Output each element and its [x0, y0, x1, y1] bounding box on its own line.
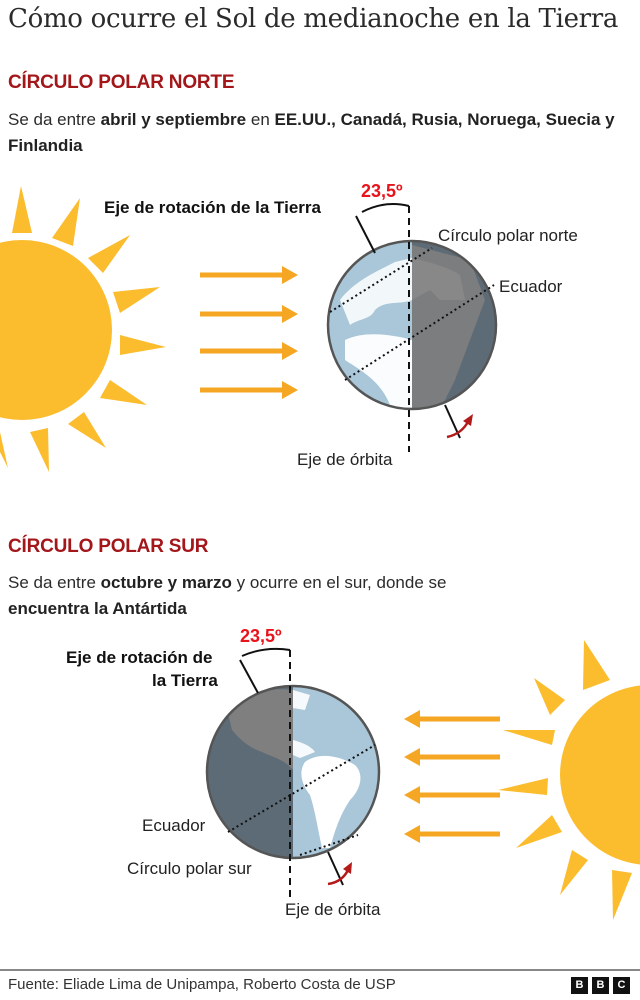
south-diagram [205, 640, 640, 920]
section-heading-north: CÍRCULO POLAR NORTE [8, 72, 235, 93]
footer-divider [0, 969, 640, 971]
south-desc-bold-1: octubre y marzo [100, 573, 232, 592]
label-rotation-axis-north: Eje de rotación de la Tierra [104, 198, 321, 217]
sun-icon-right [498, 640, 640, 920]
label-orbit-axis-south: Eje de órbita [285, 900, 381, 919]
south-desc-text-1: Se da entre [8, 573, 101, 592]
angle-arc-north [361, 203, 410, 213]
label-rotation-axis-south-1: Eje de rotación de [66, 648, 213, 667]
bbc-logo-letter-b1: B [571, 977, 588, 994]
north-description: Se da entre abril y septiembre en EE.UU.… [8, 107, 638, 159]
south-desc-text-2: y ocurre en el sur, donde se [231, 573, 447, 592]
south-description: Se da entre octubre y marzo y ocurre en … [8, 570, 638, 622]
bbc-logo-letter-c: C [613, 977, 630, 994]
label-orbit-axis-north: Eje de órbita [297, 450, 393, 469]
label-angle-north: 23,5º [361, 181, 403, 201]
north-desc-bold-1: abril y septiembre [100, 110, 247, 129]
label-polar-circle-north: Círculo polar norte [438, 226, 578, 245]
north-desc-text-2: en [246, 110, 275, 129]
sun-icon-left [0, 186, 166, 472]
sunlight-arrows-left [404, 710, 500, 843]
source-credit: Fuente: Eliade Lima de Unipampa, Roberto… [8, 976, 396, 993]
sunlight-arrows-right [200, 266, 298, 399]
label-angle-south: 23,5º [240, 626, 282, 646]
section-heading-south: CÍRCULO POLAR SUR [8, 536, 209, 557]
south-desc-bold-2: encuentra la Antártida [8, 599, 187, 618]
infographic-title: Cómo ocurre el Sol de medianoche en la T… [8, 4, 619, 34]
label-equator-south: Ecuador [142, 816, 206, 835]
label-rotation-axis-south-2: la Tierra [152, 671, 218, 690]
north-desc-text-1: Se da entre [8, 110, 101, 129]
rotation-arrowhead-south [343, 862, 352, 874]
earth-globe-north [326, 239, 498, 411]
bbc-logo-letter-b2: B [592, 977, 609, 994]
rotation-arrowhead-north [463, 414, 473, 426]
label-polar-circle-south: Círculo polar sur [127, 859, 252, 878]
north-diagram [0, 186, 498, 472]
angle-arc-south [241, 647, 291, 657]
label-equator-north: Ecuador [499, 277, 563, 296]
north-desc-bold-2: EE.UU., Canadá, Rusia, Noruega, Suecia y… [8, 110, 615, 155]
bbc-logo: B B C [571, 977, 630, 994]
rotation-axis-line-south [239, 659, 259, 694]
earth-globe-south [205, 684, 381, 860]
rotation-axis-line-north [355, 215, 376, 254]
